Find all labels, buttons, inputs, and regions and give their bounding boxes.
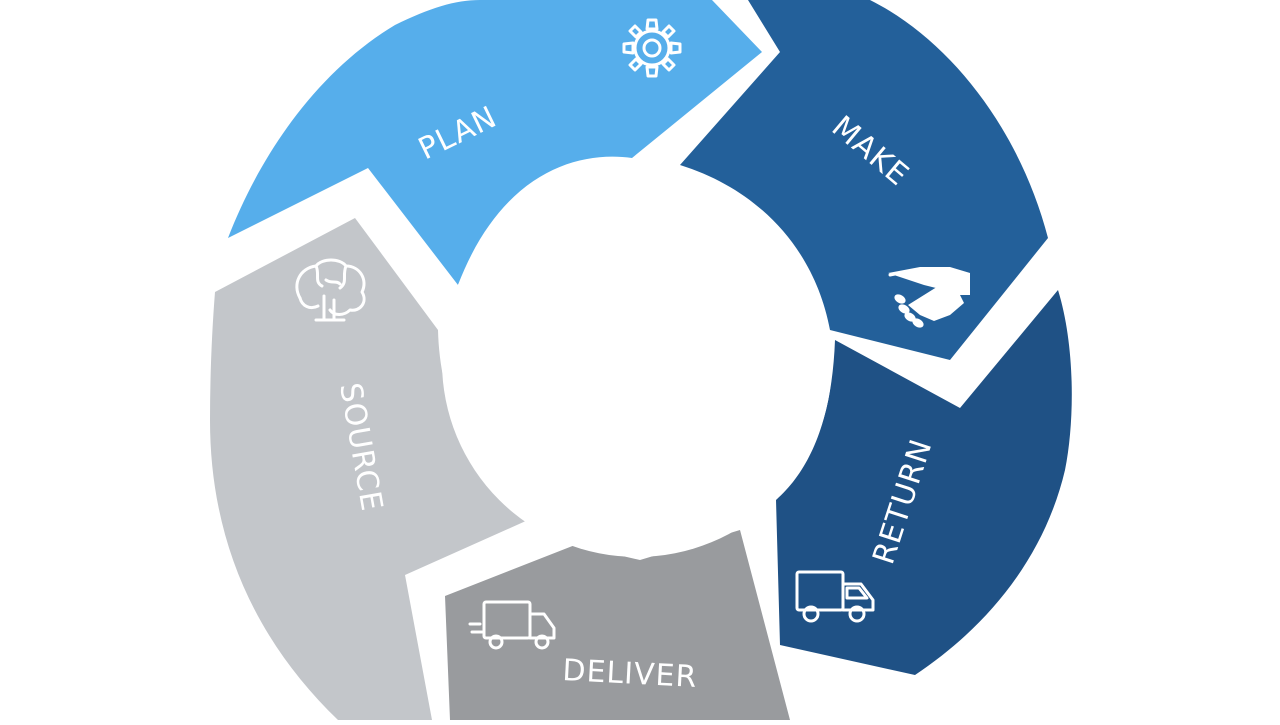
segment-deliver	[445, 530, 790, 720]
center-hole	[442, 167, 832, 557]
segment-plan	[228, 0, 762, 285]
segment-source	[210, 218, 528, 720]
brain-icon	[295, 258, 366, 322]
deliver-truck-icon	[468, 600, 556, 650]
segment-return	[776, 290, 1072, 675]
gear-icon	[622, 18, 682, 78]
return-truck-icon	[795, 570, 875, 623]
label-deliver: DELIVER	[562, 653, 699, 695]
handshake-icon	[888, 267, 970, 328]
